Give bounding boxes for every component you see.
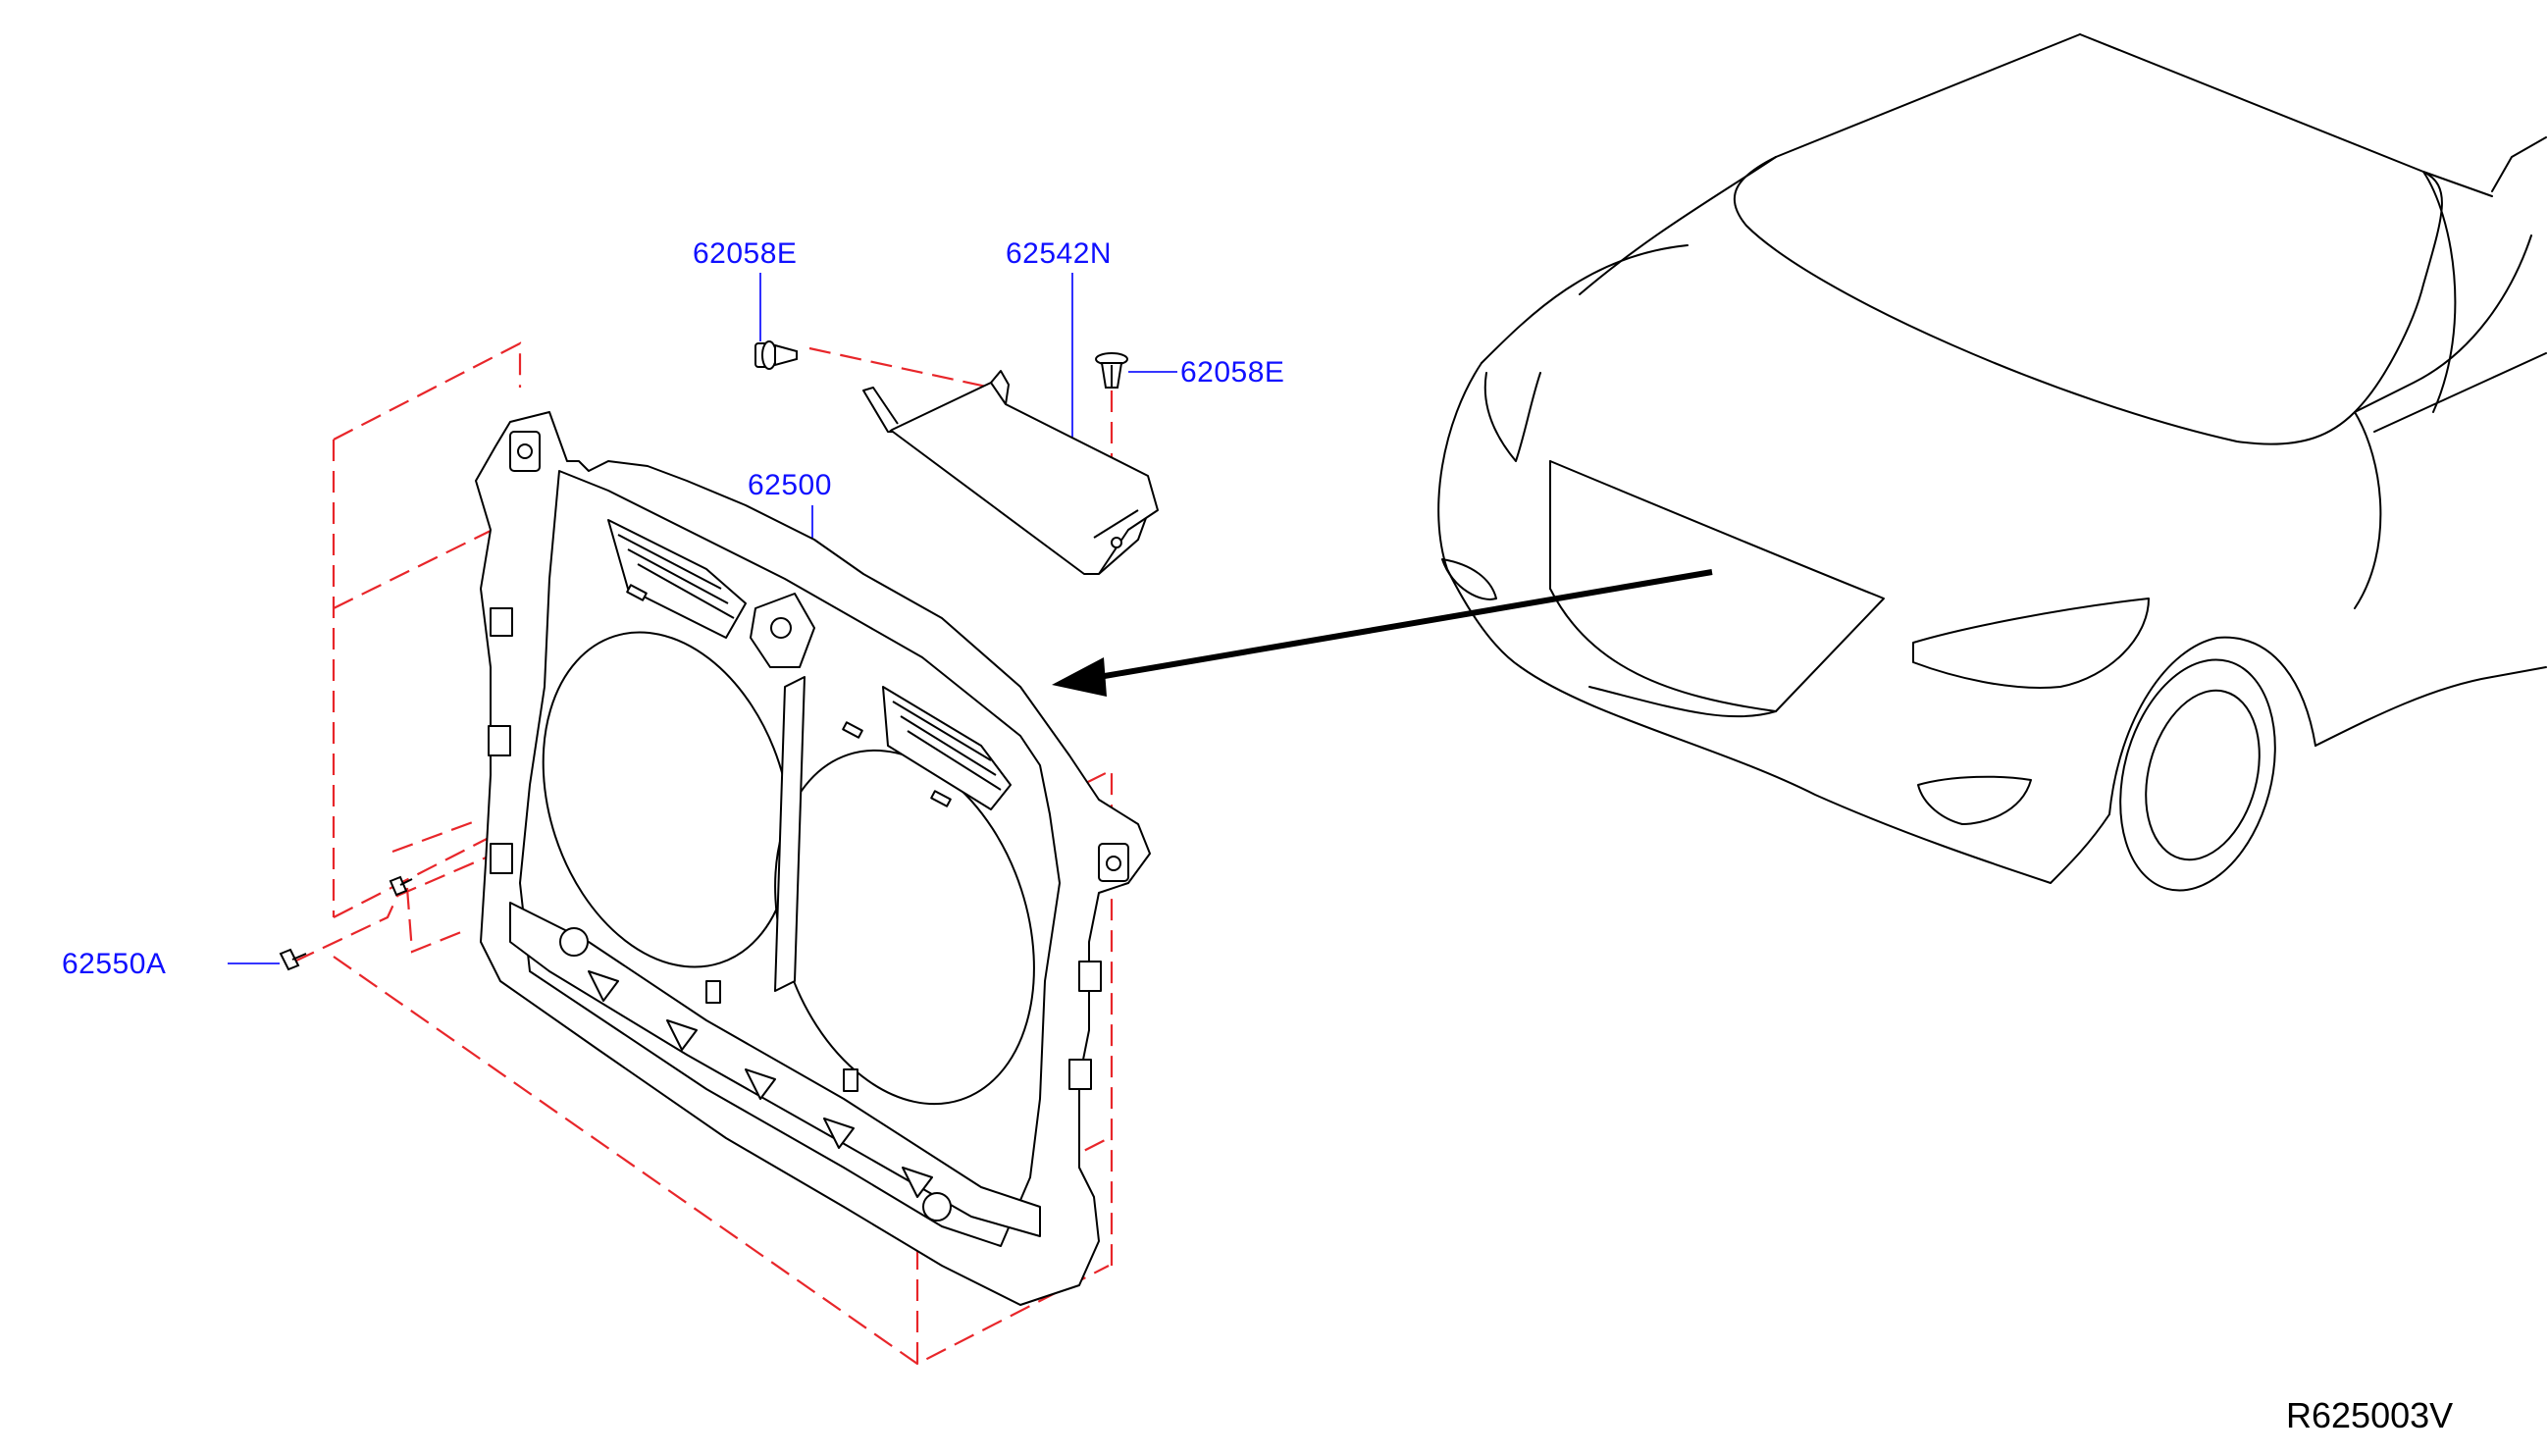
radiator-core-support[interactable] [475, 411, 1151, 1306]
diagram-code: R625003V [2286, 1395, 2454, 1435]
callout-62542n[interactable]: 62542N [1006, 237, 1113, 270]
bolt-icon[interactable] [279, 875, 413, 971]
callout-62550a[interactable]: 62550A [62, 948, 167, 980]
location-arrow [1052, 569, 1713, 697]
clip-icon-left[interactable] [754, 340, 798, 370]
callout-62058e-top[interactable]: 62058E [693, 237, 798, 270]
callout-62058e-right[interactable]: 62058E [1180, 356, 1285, 389]
vehicle-front [1437, 33, 2547, 892]
cover-62542n[interactable] [862, 370, 1159, 575]
callout-62500[interactable]: 62500 [748, 469, 832, 501]
clip-icon-right[interactable] [1095, 352, 1128, 389]
